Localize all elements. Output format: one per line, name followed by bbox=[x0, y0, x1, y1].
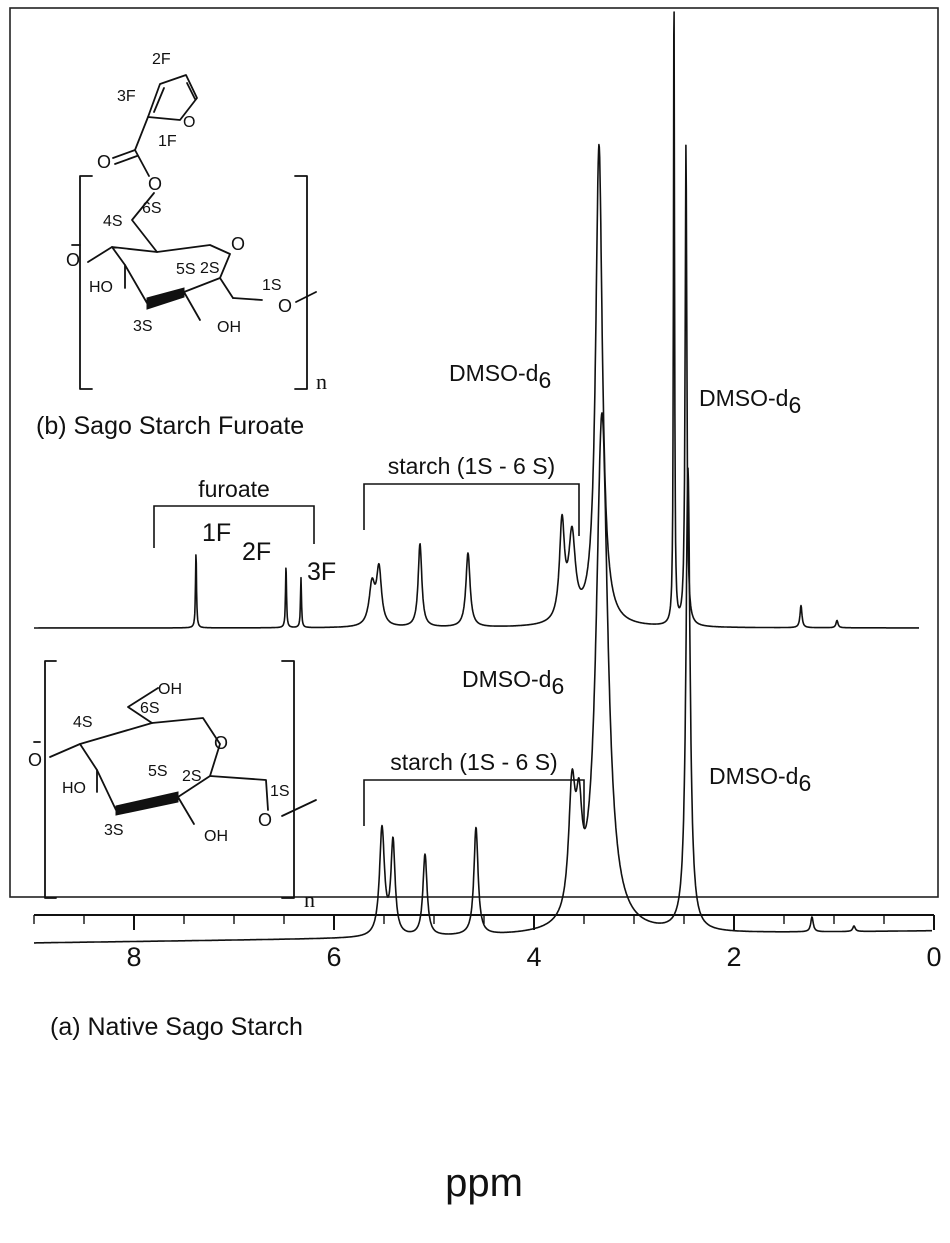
label-1s-b: 1S bbox=[262, 277, 282, 294]
dmso-text: DMSO-d bbox=[709, 763, 798, 789]
ring-oxygen-b: O bbox=[231, 234, 245, 254]
dmso-label-a-left: DMSO-d6 bbox=[462, 666, 564, 699]
dmso-text: DMSO-d bbox=[449, 360, 538, 386]
label-2s-b: 2S bbox=[200, 260, 220, 277]
ester-oxygen: O bbox=[148, 174, 162, 194]
ring-wedge-a bbox=[115, 791, 179, 816]
repeat-n-b: n bbox=[316, 369, 327, 394]
starch-bracket-b bbox=[363, 483, 580, 536]
furoate-label: furoate bbox=[198, 476, 270, 502]
repeat-n-a: n bbox=[304, 887, 315, 912]
glycosidic-left-b bbox=[87, 246, 113, 263]
carbonyl-bond bbox=[112, 149, 138, 165]
hydroxyl-6-a: OH bbox=[158, 681, 182, 698]
ring-oxygen-a: O bbox=[214, 733, 228, 753]
starch-bracket-a bbox=[363, 779, 585, 828]
label-1s-a: 1S bbox=[270, 783, 290, 800]
label-3s-b: 3S bbox=[133, 318, 153, 335]
repeat-bracket-right-a bbox=[281, 660, 295, 899]
glycosidic-oxygen-right-b: O bbox=[278, 296, 292, 316]
c2-oh-bond-a bbox=[177, 796, 195, 825]
dmso-subscript: 6 bbox=[551, 673, 564, 699]
anomeric-bond-b bbox=[219, 277, 234, 299]
peak-label-1f: 1F bbox=[202, 519, 231, 547]
label-6s-b: 6S bbox=[142, 200, 162, 217]
repeat-bracket-left-b bbox=[79, 175, 93, 390]
x-tick-label: 8 bbox=[126, 942, 141, 972]
series-b-label: (b) Sago Starch Furoate bbox=[36, 412, 304, 440]
spectrum-b-line bbox=[33, 11, 920, 629]
furan-double-bond-2 bbox=[186, 82, 196, 100]
dmso-subscript: 6 bbox=[788, 392, 801, 418]
furan-oxygen: O bbox=[183, 114, 195, 131]
spectrum-a-line bbox=[33, 412, 933, 944]
x-tick-label: 0 bbox=[926, 942, 941, 972]
o1-bond-b bbox=[232, 297, 263, 301]
glycosidic-oxygen-left-a: O bbox=[28, 750, 42, 770]
structure-native: OH 6S O O HO OH O 4S 5S 2S 1S 3S n bbox=[28, 660, 317, 912]
label-4s-a: 4S bbox=[73, 714, 93, 731]
dmso-label-b-left: DMSO-d6 bbox=[449, 360, 551, 393]
x-axis-ticks: 8 6 4 2 0 bbox=[33, 915, 942, 972]
hydroxyl-2-a: OH bbox=[204, 828, 228, 845]
glycosidic-oxygen-left-b: O bbox=[66, 250, 80, 270]
anomeric-bond-a bbox=[209, 775, 269, 811]
label-1f-structure: 1F bbox=[158, 133, 177, 150]
glycosidic-right-tail-a bbox=[281, 799, 317, 817]
furan-double-bond bbox=[153, 87, 165, 113]
glycosidic-oxygen-right-a: O bbox=[258, 810, 272, 830]
peak-label-2f: 2F bbox=[242, 538, 271, 566]
x-axis-label: ppm bbox=[445, 1161, 523, 1205]
x-tick-label: 2 bbox=[726, 942, 741, 972]
dmso-subscript: 6 bbox=[798, 770, 811, 796]
plot-frame bbox=[9, 7, 939, 898]
hydroxyl-2-b: OH bbox=[217, 319, 241, 336]
carbonyl-oxygen: O bbox=[97, 152, 111, 172]
label-2f-structure: 2F bbox=[152, 51, 171, 68]
hydroxyl-3-b: HO bbox=[89, 279, 113, 296]
x-tick-label: 6 bbox=[326, 942, 341, 972]
furoate-bracket bbox=[153, 505, 315, 548]
repeat-bracket-right-b bbox=[294, 175, 308, 390]
label-3f-structure: 3F bbox=[117, 88, 136, 105]
series-a-label: (a) Native Sago Starch bbox=[50, 1013, 303, 1041]
starch-label-a: starch (1S - 6 S) bbox=[390, 749, 557, 775]
dmso-label-a-right: DMSO-d6 bbox=[709, 763, 811, 796]
c6-bond bbox=[131, 192, 158, 253]
label-6s-a: 6S bbox=[140, 700, 160, 717]
repeat-bracket-left-a bbox=[44, 660, 57, 899]
dmso-label-b-right: DMSO-d6 bbox=[699, 385, 801, 418]
ring-wedge-b bbox=[146, 287, 185, 310]
dmso-text: DMSO-d bbox=[699, 385, 788, 411]
hydroxyl-3-a: HO bbox=[62, 780, 86, 797]
label-2s-a: 2S bbox=[182, 768, 202, 785]
starch-label-b: starch (1S - 6 S) bbox=[388, 453, 555, 479]
label-5s-b: 5S bbox=[176, 261, 196, 278]
glycosidic-right-tail-b bbox=[295, 291, 317, 303]
c6-bond-a bbox=[127, 687, 159, 724]
label-5s-a: 5S bbox=[148, 763, 168, 780]
dmso-subscript: 6 bbox=[538, 367, 551, 393]
label-3s-a: 3S bbox=[104, 822, 124, 839]
label-4s-b: 4S bbox=[103, 213, 123, 230]
c2-oh-bond-b bbox=[183, 291, 201, 321]
glycosidic-left-a bbox=[49, 743, 81, 758]
peak-label-3f: 3F bbox=[307, 558, 336, 586]
ester-bond bbox=[134, 116, 150, 177]
furan-ring bbox=[147, 74, 198, 121]
x-tick-label: 4 bbox=[526, 942, 541, 972]
structure-furoate: O 2F 3F 1F O O 6S O O HO OH O 4S 5S 2S 1… bbox=[66, 51, 327, 394]
dmso-text: DMSO-d bbox=[462, 666, 551, 692]
